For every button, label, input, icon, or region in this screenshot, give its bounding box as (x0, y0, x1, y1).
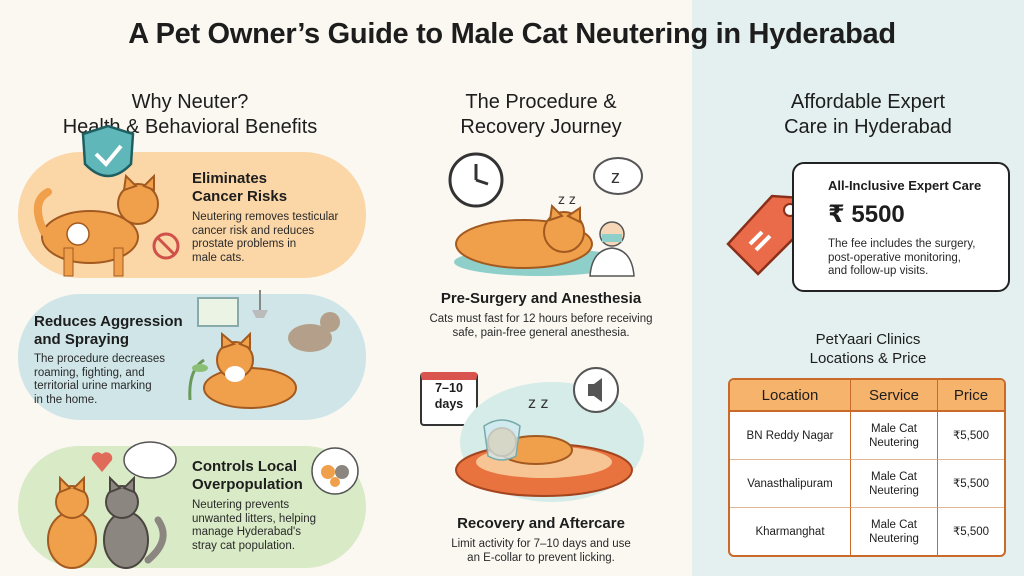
card3-heading-line2: Overpopulation (192, 476, 303, 493)
pre-surgery-text-line: Cats must fast for 12 hours before recei… (429, 313, 653, 325)
pre-surgery-heading: Pre-Surgery and Anesthesia (440, 290, 642, 307)
cell-location: Kharmanghat (730, 508, 851, 555)
sleeping-cat-vet-illustration: z z z (448, 152, 643, 277)
middle-heading-line2: Recovery Journey (460, 116, 622, 138)
price-card-text: The fee includes the surgery, post-opera… (828, 238, 975, 279)
card2-text: The procedure decreases roaming, fightin… (34, 353, 165, 407)
cat-family-icon (311, 447, 359, 495)
card2-text-line: territorial urine marking (34, 380, 152, 392)
clinics-heading: PetYaari Clinics Locations & Price (720, 330, 1016, 368)
card3-text-line: unwanted litters, helping (192, 512, 317, 525)
calendar-line2: days (434, 397, 464, 411)
recovery-heading: Recovery and Aftercare (457, 515, 625, 532)
column-header-price: Price (938, 380, 1004, 412)
card2-text-line: in the home. (34, 393, 98, 406)
table-row: BN Reddy Nagar Male Cat Neutering ₹5,500 (730, 412, 1004, 460)
calendar-line1: 7–10 (435, 381, 463, 395)
clinics-heading-line2: Locations & Price (809, 350, 927, 367)
card3-text-line: Neutering prevents (192, 499, 290, 511)
cell-service-line1: Male Cat (870, 518, 918, 531)
table-row: Kharmanghat Male Cat Neutering ₹5,500 (730, 508, 1004, 555)
card3-heading: Controls Local Overpopulation (192, 458, 303, 494)
card1-heading: Eliminates Cancer Risks (192, 170, 287, 206)
right-heading-line2: Care in Hyderabad (784, 116, 952, 138)
price-card: All-Inclusive Expert Care ₹ 5500 The fee… (792, 162, 1010, 292)
card3-heading-line1: Controls Local (192, 458, 298, 475)
calendar-icon: 7–10 days (420, 372, 478, 426)
card1-heading-line2: Cancer Risks (192, 188, 288, 205)
cell-service-line2: Neutering (869, 436, 919, 449)
recovery-text-line: Limit activity for 7–10 days and use (451, 538, 631, 550)
left-heading-line1: Why Neuter? (131, 91, 249, 113)
card2-text-line: The procedure decreases (34, 353, 166, 365)
card3-text-line: manage Hyderabad's (192, 526, 301, 538)
card1-heading-line1: Eliminates (192, 170, 268, 187)
cell-location: BN Reddy Nagar (730, 412, 851, 460)
card3-text: Neutering prevents unwanted litters, hel… (192, 499, 316, 553)
relaxed-cat-illustration (188, 290, 340, 409)
cell-location: Vanasthalipuram (730, 460, 851, 508)
cell-service-line1: Male Cat (870, 422, 918, 435)
cell-price: ₹5,500 (952, 525, 990, 538)
price-card-text-line: The fee includes the surgery, (828, 238, 976, 250)
recovery-text-line: an E-collar to prevent licking. (467, 552, 615, 564)
price-amount: ₹ 5500 (828, 201, 905, 228)
svg-text:z z: z z (528, 395, 548, 412)
clinics-heading-line1: PetYaari Clinics (815, 331, 921, 348)
card2-heading: Reduces Aggression and Spraying (34, 313, 183, 349)
middle-heading-line1: The Procedure & (465, 91, 617, 113)
pre-surgery-text: Cats must fast for 12 hours before recei… (400, 312, 682, 340)
recovering-cat-bed-illustration: z z (455, 367, 644, 502)
cell-service: Male Cat Neutering (851, 412, 938, 460)
benefit-card-aggression (18, 294, 366, 420)
card1-text-line: prostate problems in (192, 238, 297, 250)
cell-service-line1: Male Cat (870, 470, 918, 483)
price-tag-icon (726, 194, 806, 276)
column-header-location: Location (730, 380, 851, 412)
svg-text:z z: z z (558, 191, 576, 207)
card3-text-line: stray cat population. (192, 539, 295, 552)
cell-service: Male Cat Neutering (851, 460, 938, 508)
right-heading-line1: Affordable Expert (790, 91, 946, 113)
pre-surgery-text-line: safe, pain-free general anesthesia. (452, 327, 630, 339)
table-header-row: Location Service Price (730, 380, 1004, 412)
price-card-text-line: post-operative monitoring, (828, 251, 961, 264)
two-cats-illustration (47, 441, 177, 569)
price-card-text-line: and follow-up visits. (828, 265, 929, 277)
cell-price: ₹5,500 (938, 460, 1004, 508)
right-column-heading: Affordable Expert Care in Hyderabad (720, 90, 1016, 140)
svg-text:z: z (611, 167, 620, 187)
price-card-title: All-Inclusive Expert Care (828, 178, 982, 193)
page-title: A Pet Owner’s Guide to Male Cat Neuterin… (128, 18, 896, 50)
card1-text-line: Neutering removes testicular (192, 211, 339, 223)
cell-service-line2: Neutering (869, 532, 919, 545)
cell-service-line2: Neutering (869, 484, 919, 497)
table-row: Vanasthalipuram Male Cat Neutering ₹5,50… (730, 460, 1004, 508)
card2-text-line: roaming, fighting, and (34, 366, 145, 379)
card1-text-line: cancer risk and reduces (192, 224, 315, 237)
cell-price: ₹5,500 (938, 412, 1004, 460)
clinics-price-table: Location Service Price BN Reddy Nagar Ma… (728, 378, 1006, 557)
card2-heading-line1: Reduces Aggression (34, 313, 183, 330)
card1-text: Neutering removes testicular cancer risk… (192, 211, 338, 265)
middle-column-heading: The Procedure & Recovery Journey (396, 90, 686, 140)
column-header-service: Service (851, 380, 938, 412)
cell-service: Male Cat Neutering (851, 508, 938, 555)
card2-heading-line2: and Spraying (34, 331, 130, 348)
cat-shield-illustration (34, 124, 180, 277)
recovery-text: Limit activity for 7–10 days and use an … (400, 537, 682, 565)
card1-text-line: male cats. (192, 251, 245, 264)
